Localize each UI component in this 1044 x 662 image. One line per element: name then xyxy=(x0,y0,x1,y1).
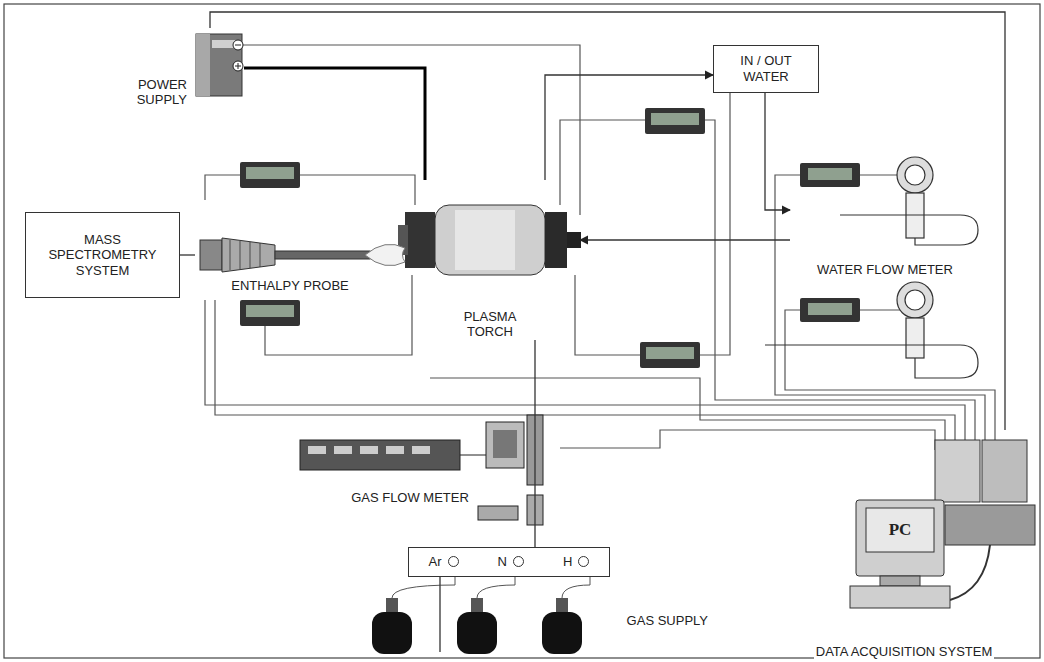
water-flow-meter: WATER FLOW METER xyxy=(790,150,980,278)
node-label: WATER FLOW METER xyxy=(815,262,955,278)
connector xyxy=(180,254,195,255)
connector xyxy=(580,239,790,240)
connector xyxy=(545,75,713,180)
connector xyxy=(534,340,535,547)
node-label: POWER SUPPLY xyxy=(105,77,189,108)
connector xyxy=(210,12,1005,430)
process-box: MASS SPECTROMETRY SYSTEM xyxy=(25,212,180,298)
node-label: DATA ACQUISITION SYSTEM xyxy=(814,644,995,660)
gas-flow-meter: GAS FLOW METER xyxy=(295,412,525,506)
process-box: IN / OUT WATER xyxy=(713,45,819,93)
connector xyxy=(765,93,790,210)
enthalpy-probe xyxy=(200,238,405,272)
plasma-torch: PLASMA TORCH xyxy=(400,180,580,340)
connector xyxy=(245,68,425,180)
node-label: GAS FLOW METER xyxy=(349,490,471,506)
data-acquisition-hardware xyxy=(850,440,1035,608)
node-label: GAS SUPPLY xyxy=(625,613,710,629)
node-label: MASS SPECTROMETRY SYSTEM xyxy=(38,232,167,279)
pc-screen: PC xyxy=(866,508,934,552)
screen-label: PC xyxy=(887,520,914,540)
node-label: N xyxy=(496,554,526,570)
node-label: H xyxy=(561,554,591,570)
gas-flow-meter-device xyxy=(300,415,543,525)
power-supply-unit xyxy=(196,34,245,96)
gas-cylinders xyxy=(372,577,590,654)
node-label: Ar xyxy=(427,554,461,570)
data-acquisition-system: DATA ACQUISITION SYSTEM PC xyxy=(770,430,1038,660)
frame xyxy=(4,4,1040,658)
node-label: IN / OUT WATER xyxy=(714,53,818,84)
node-label: ENTHALPY PROBE xyxy=(229,278,351,294)
signal-wires xyxy=(205,45,995,460)
digital-displays xyxy=(240,108,860,368)
gas-supply: GAS SUPPLY xyxy=(365,590,710,652)
plasma-torch xyxy=(398,205,581,275)
node-label: PLASMA TORCH xyxy=(456,309,524,340)
gas-panel: Ar N H xyxy=(408,547,610,577)
power-supply: POWER SUPPLY xyxy=(105,28,245,108)
water-flow-meters xyxy=(765,157,978,378)
enthalpy-probe: ENTHALPY PROBE xyxy=(195,222,385,294)
